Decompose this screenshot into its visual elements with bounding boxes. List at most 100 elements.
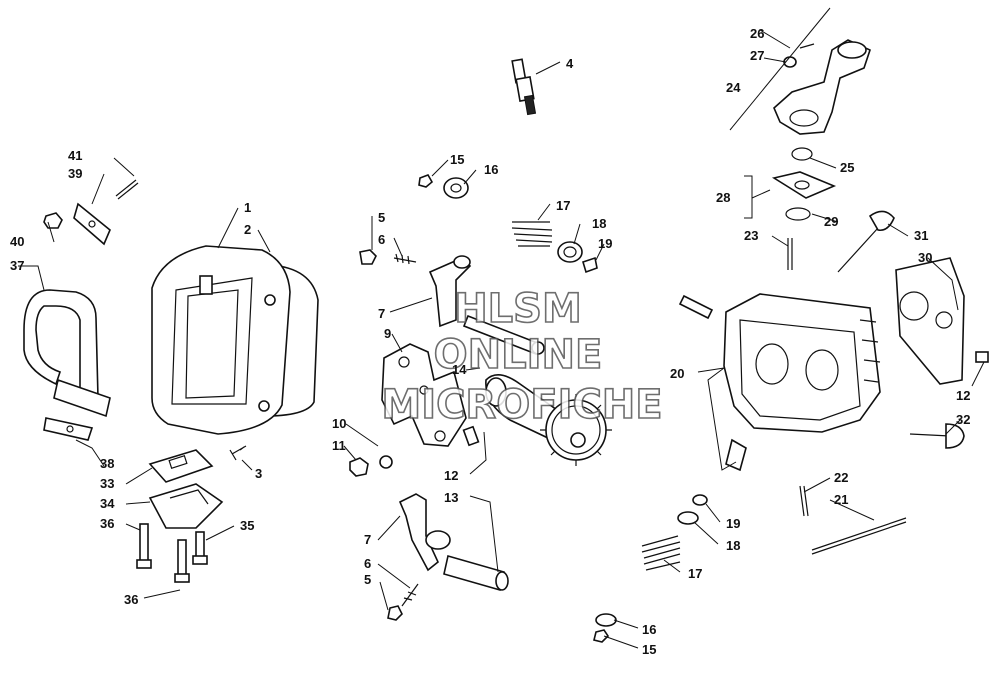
callout-14: 14 <box>452 362 467 377</box>
callout-18b: 18 <box>726 538 740 553</box>
retainer-18a <box>557 241 583 263</box>
callout-16b: 16 <box>642 622 656 637</box>
adjuster-6a <box>393 253 417 265</box>
callout-23: 23 <box>744 228 758 243</box>
callout-28: 28 <box>716 190 730 205</box>
callout-22: 22 <box>834 470 848 485</box>
callout-26: 26 <box>750 26 764 41</box>
callout-36b: 36 <box>124 592 138 607</box>
callout-33: 33 <box>100 476 114 491</box>
nut-5a <box>359 249 377 265</box>
callout-38: 38 <box>100 456 114 471</box>
nut-5b <box>387 605 403 621</box>
bolt-35 <box>192 531 208 565</box>
callout-17a: 17 <box>556 198 570 213</box>
callout-15b: 15 <box>642 642 656 657</box>
callout-37: 37 <box>10 258 24 273</box>
callout-17b: 17 <box>688 566 702 581</box>
callout-39: 39 <box>68 166 82 181</box>
breather-gasket-38 <box>43 417 94 441</box>
callout-31: 31 <box>914 228 928 243</box>
exhaust-valve-32 <box>909 423 965 449</box>
washer-10 <box>379 455 393 469</box>
stud-20a <box>678 294 714 320</box>
washer-16b <box>595 613 617 627</box>
callout-34: 34 <box>100 496 115 511</box>
intake-manifold <box>773 39 871 135</box>
dowel-12b <box>975 351 989 363</box>
callout-11: 11 <box>332 438 346 453</box>
callout-12b: 12 <box>956 388 970 403</box>
leader-lines <box>18 7 985 649</box>
callout-32: 32 <box>956 412 970 427</box>
callout-12a: 12 <box>444 468 458 483</box>
cam-sprocket <box>540 394 612 466</box>
watermark-line-3: MICROFICHE <box>381 382 662 428</box>
callout-3: 3 <box>255 466 262 481</box>
pushrod-21 <box>811 517 907 555</box>
watermark-line-2: ONLINE <box>434 332 603 378</box>
rocker-shaft-14 <box>462 314 545 356</box>
callout-30: 30 <box>918 250 932 265</box>
cover-bolt <box>229 445 247 461</box>
callout-35: 35 <box>240 518 254 533</box>
adjuster-6b <box>401 583 419 607</box>
stud-20b <box>725 438 747 472</box>
rocker-arm-7b <box>398 493 451 572</box>
stud-23 <box>787 238 793 270</box>
callout-16a: 16 <box>484 162 498 177</box>
intake-valve-31 <box>837 210 895 273</box>
keeper-19a <box>582 256 598 274</box>
nut-15b <box>593 629 610 643</box>
callout-6a: 6 <box>378 232 385 247</box>
callout-19a: 19 <box>598 236 612 251</box>
callout-9: 9 <box>384 326 391 341</box>
callout-21: 21 <box>834 492 848 507</box>
cylinder-head-20 <box>723 293 881 433</box>
spring-17a <box>511 221 553 247</box>
plate-33 <box>148 449 214 483</box>
callout-13: 13 <box>444 490 458 505</box>
insulator-28 <box>771 171 837 199</box>
callout-20: 20 <box>670 366 684 381</box>
callout-7a: 7 <box>378 306 385 321</box>
watermark-line-1: HLSM <box>454 286 582 332</box>
stud-41 <box>115 179 139 200</box>
bolt-26 <box>799 43 815 49</box>
spark-plug <box>511 58 537 116</box>
callout-6b: 6 <box>364 556 371 571</box>
callout-41: 41 <box>68 148 82 163</box>
callout-36a: 36 <box>100 516 114 531</box>
retainer-18b <box>677 511 699 525</box>
nut-15a <box>418 174 434 188</box>
keeper-19b <box>692 494 708 506</box>
washer-16a <box>443 177 469 199</box>
callout-18a: 18 <box>592 216 606 231</box>
callout-5a: 5 <box>378 210 385 225</box>
spring-17b <box>641 535 681 571</box>
callout-4: 4 <box>566 56 574 71</box>
callout-10: 10 <box>332 416 346 431</box>
o-ring-25 <box>791 147 813 161</box>
callout-19b: 19 <box>726 516 740 531</box>
bolt-36a <box>136 523 152 569</box>
callout-15a: 15 <box>450 152 464 167</box>
callout-2: 2 <box>244 222 251 237</box>
callout-27: 27 <box>750 48 764 63</box>
callout-25: 25 <box>840 160 854 175</box>
rocker-arm-7a <box>428 255 472 328</box>
pin-12a <box>462 425 480 447</box>
callout-24: 24 <box>726 80 741 95</box>
housing-34 <box>148 483 224 529</box>
callout-40: 40 <box>10 234 24 249</box>
bolt-36b <box>174 539 190 583</box>
breather-gasket-39 <box>73 202 111 246</box>
pin-22 <box>799 485 809 517</box>
rocker-shaft-13 <box>443 554 509 592</box>
callout-labels: 1 2 3 4 5 5 6 6 7 7 9 10 11 12 12 13 14 … <box>10 26 970 657</box>
watermark: HLSM ONLINE MICROFICHE <box>381 285 664 429</box>
valve-cover <box>151 245 291 435</box>
callout-5b: 5 <box>364 572 371 587</box>
